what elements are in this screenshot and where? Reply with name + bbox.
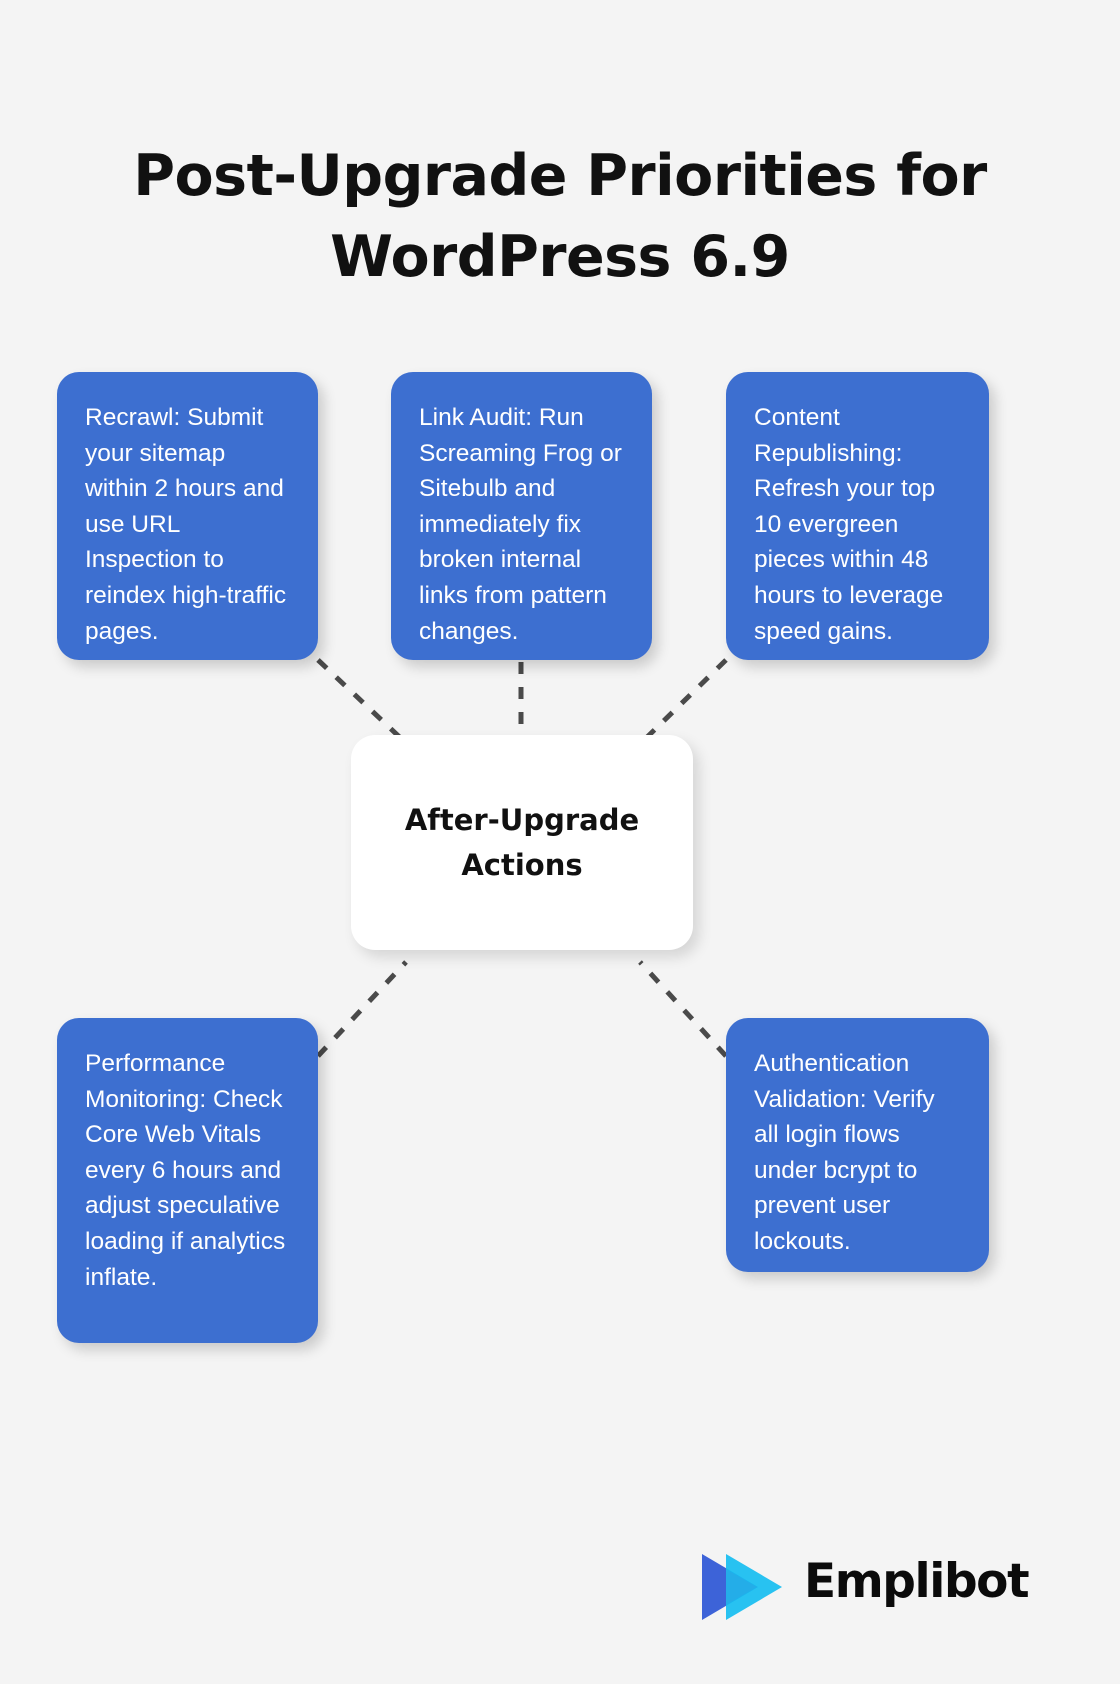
connector-performance-monitoring	[316, 960, 408, 1058]
node-recrawl[interactable]: Recrawl: Submit your sitemap within 2 ho…	[57, 372, 318, 660]
connector-authentication-validation	[638, 960, 728, 1058]
node-link-audit-text: Link Audit: Run Screaming Frog or Sitebu…	[419, 404, 622, 645]
page-title: Post-Upgrade Priorities for WordPress 6.…	[133, 143, 987, 291]
node-content-republishing[interactable]: Content Republishing: Refresh your top 1…	[726, 372, 989, 660]
connector-recrawl	[316, 658, 410, 747]
double-play-triangle-icon	[702, 1554, 782, 1620]
node-content-republishing-text: Content Republishing: Refresh your top 1…	[754, 404, 944, 645]
node-authentication-validation[interactable]: Authentication Validation: Verify all lo…	[726, 1018, 989, 1272]
emplibot-logo: Emplibot	[700, 1548, 1030, 1626]
node-performance-monitoring[interactable]: Performance Monitoring: Check Core Web V…	[57, 1018, 318, 1343]
node-performance-monitoring-text: Performance Monitoring: Check Core Web V…	[85, 1050, 286, 1291]
center-node-label: After-Upgrade Actions	[404, 802, 640, 882]
node-recrawl-text: Recrawl: Submit your sitemap within 2 ho…	[85, 404, 287, 645]
node-authentication-validation-text: Authentication Validation: Verify all lo…	[754, 1050, 935, 1255]
node-link-audit[interactable]: Link Audit: Run Screaming Frog or Sitebu…	[391, 372, 652, 660]
emplibot-wordmark: Emplibot	[804, 1554, 1030, 1609]
center-node[interactable]: After-Upgrade Actions	[351, 735, 693, 950]
connector-content-republishing	[638, 658, 728, 746]
